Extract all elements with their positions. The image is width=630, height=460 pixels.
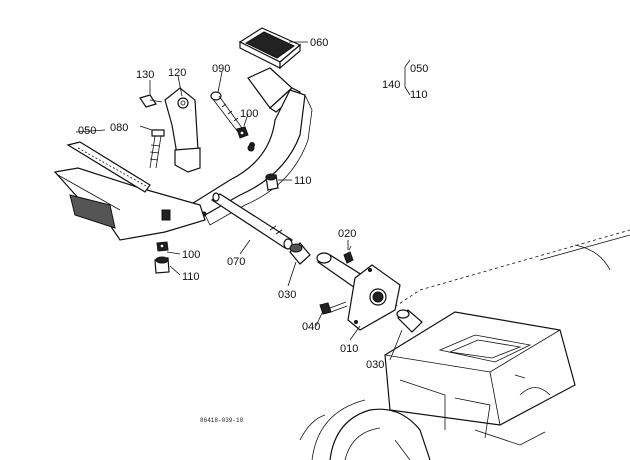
bolt-130 [139, 94, 163, 108]
label-020: 020 [338, 228, 356, 240]
label-130: 130 [136, 69, 154, 81]
label-140: 140 [382, 79, 400, 91]
label-090: 090 [212, 63, 230, 75]
bushing-030-left [289, 242, 311, 265]
label-030-right: 030 [366, 359, 384, 371]
grease-nipple-020 [343, 245, 354, 264]
label-030-left: 030 [278, 289, 296, 301]
bolt-090 [210, 91, 243, 133]
nut-110-right [265, 173, 279, 191]
pivot-holder-010 [316, 252, 401, 331]
pedal-base [53, 141, 206, 241]
reference-code: 86418-039-10 [200, 417, 244, 424]
label-010: 010 [340, 343, 358, 355]
label-100-lower: 100 [182, 249, 200, 261]
nut-100-top [236, 126, 255, 152]
label-050: 050 [78, 125, 96, 137]
nut-110-lower [154, 256, 170, 274]
label-100-top: 100 [240, 108, 258, 120]
label-080: 080 [110, 122, 128, 134]
bracket-120 [164, 87, 201, 173]
label-040: 040 [302, 321, 320, 333]
label-group-050: 050 [410, 63, 428, 75]
label-060: 060 [310, 37, 328, 49]
bushing-030-right [396, 309, 423, 333]
bolt-040 [319, 301, 348, 315]
label-110-lower: 110 [182, 271, 200, 283]
label-120: 120 [168, 67, 186, 79]
nut-100-lower [156, 241, 169, 252]
machine-body [299, 229, 630, 460]
label-070: 070 [227, 256, 245, 268]
label-110-right: 110 [294, 175, 312, 187]
part-labels: 060 130 120 090 050 080 100 110 100 110 … [78, 37, 428, 424]
pedal-arm [188, 67, 313, 226]
label-group-110: 110 [410, 89, 428, 101]
pedal-pad [238, 27, 302, 70]
bolt-080 [149, 129, 165, 169]
leader-lines [75, 41, 411, 361]
